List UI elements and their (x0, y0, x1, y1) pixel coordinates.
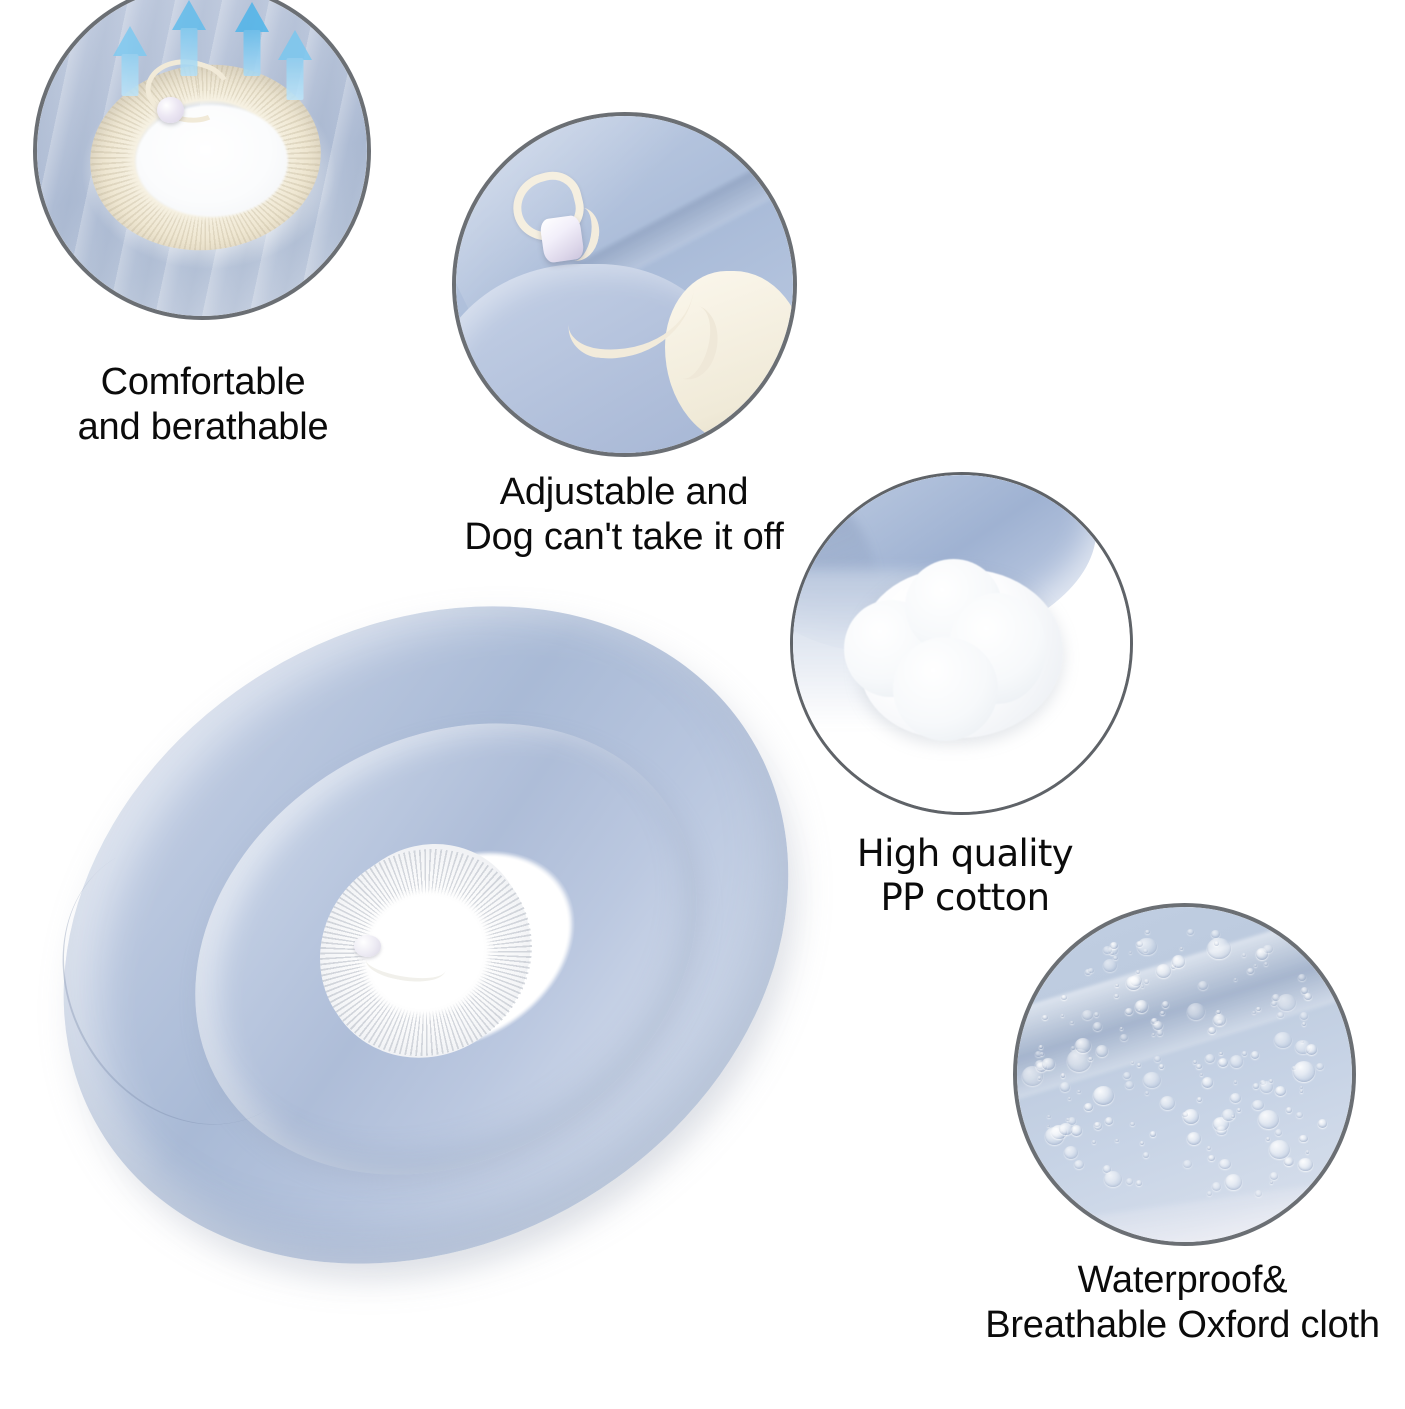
callout-caption-comfortable: Comfortable and berathable (77, 361, 329, 448)
callout-image-pp-cotton (790, 472, 1133, 815)
callout-caption-adjustable: Adjustable and Dog can't take it off (464, 471, 784, 558)
callout-image-waterproof (1013, 903, 1356, 1246)
pp-cotton-fill (844, 559, 1063, 742)
callout-caption-pp-cotton: High quality PP cotton (856, 832, 1074, 919)
main-product-image (0, 475, 912, 1409)
infographic-canvas: Comfortable and berathable Adjustable an… (0, 0, 1405, 1346)
cord-toggle (539, 214, 586, 264)
callout-image-adjustable (452, 112, 797, 457)
cord-toggle (157, 96, 184, 123)
water-droplets-icon (1017, 907, 1352, 1242)
callout-caption-waterproof: Waterproof& Breathable Oxford cloth (985, 1259, 1380, 1346)
neck-hole (136, 104, 288, 217)
callout-image-comfortable (33, 0, 371, 320)
cord-toggle (354, 935, 382, 958)
